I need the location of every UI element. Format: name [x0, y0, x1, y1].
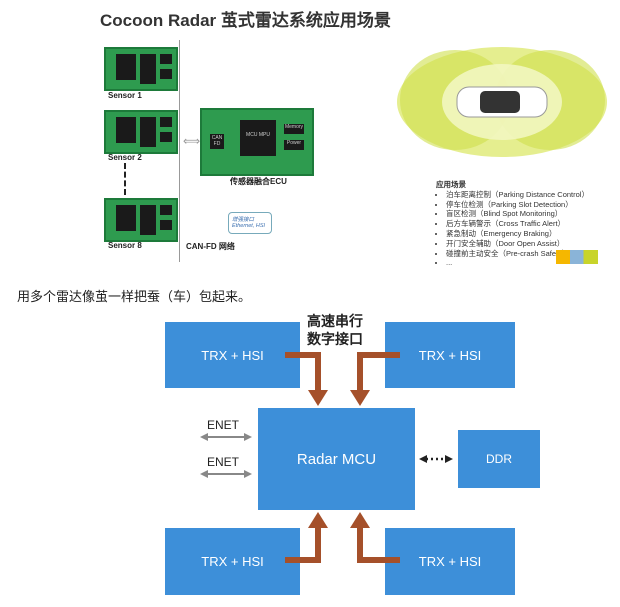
scenario-item: 紧急制动（Emergency Braking）: [446, 229, 589, 239]
network-label: CAN-FD 网络: [186, 242, 235, 251]
bubble-line: 增强接口: [232, 217, 255, 223]
interface-bubble: 增强接口 Ethernet, HSI: [228, 212, 272, 234]
interface-label-line: 数字接口: [307, 331, 363, 347]
sensor-board-2: [104, 110, 178, 154]
trx-box-top-right: TRX + HSI: [385, 322, 515, 388]
ddr-box: DDR: [458, 430, 540, 488]
arrow-top-left: [285, 352, 321, 392]
ecu-label: 传感器融合ECU: [230, 177, 287, 186]
enet-label-2: ENET: [207, 455, 240, 469]
nxp-logo: [556, 250, 598, 264]
ellipsis-dots: [124, 163, 126, 195]
arrow-bottom-left: [285, 526, 321, 563]
can-fd-chip: CAN FD: [210, 134, 224, 149]
scenario-item: 停车位检测（Parking Slot Detection）: [446, 200, 589, 210]
ddr-dotted-arrow: [419, 455, 453, 463]
scenario-item: 开门安全辅助（Door Open Assist）: [446, 239, 589, 249]
arrow-top-right: [357, 352, 400, 392]
scenario-item: 碰撞前主动安全（Pre-crash Safety）: [446, 249, 589, 259]
sensor-label: Sensor 8: [108, 241, 142, 250]
scenario-title: 应用场景: [436, 180, 466, 189]
scenario-list: 应用场景 泊车距离控制（Parking Distance Control） 停车…: [436, 180, 589, 268]
trx-box-bottom-left: TRX + HSI: [165, 528, 300, 595]
trx-box-top-left: TRX + HSI: [165, 322, 300, 388]
bidirectional-arrow-icon: ⟺: [183, 134, 201, 148]
scenario-item: 泊车距离控制（Parking Distance Control）: [446, 190, 589, 200]
scenario-item: 盲区检测（Blind Spot Monitoring）: [446, 209, 589, 219]
sensor-board-8: [104, 198, 178, 242]
sensor-board-1: [104, 47, 178, 91]
sensor-label: Sensor 2: [108, 153, 142, 162]
arrow-bottom-right: [357, 526, 400, 563]
scenario-item: 后方车辆警示（Cross Traffic Alert）: [446, 219, 589, 229]
figure-title: Cocoon Radar 茧式雷达系统应用场景: [100, 11, 391, 30]
sensor-label: Sensor 1: [108, 91, 142, 100]
ecu-board: CAN FD MCU MPU Memory Power: [200, 108, 314, 176]
mcu-chip: MCU MPU: [240, 120, 276, 156]
radar-mcu-box: Radar MCU: [258, 408, 415, 510]
caption-paragraph: 用多个雷达像茧一样把蚕（车）包起来。: [17, 289, 252, 304]
enet-label-1: ENET: [207, 418, 240, 432]
power-chip: Power: [284, 140, 304, 150]
memory-chip: Memory: [284, 124, 304, 134]
trx-box-bottom-right: TRX + HSI: [385, 528, 515, 595]
bubble-line: Ethernet, HSI: [232, 223, 266, 229]
interface-label: 高速串行 数字接口: [307, 312, 363, 348]
cocoon-coverage-graphic: [397, 47, 607, 157]
scenario-item: ...: [446, 258, 589, 268]
interface-label-line: 高速串行: [307, 313, 363, 329]
can-bus-line: [179, 40, 180, 262]
